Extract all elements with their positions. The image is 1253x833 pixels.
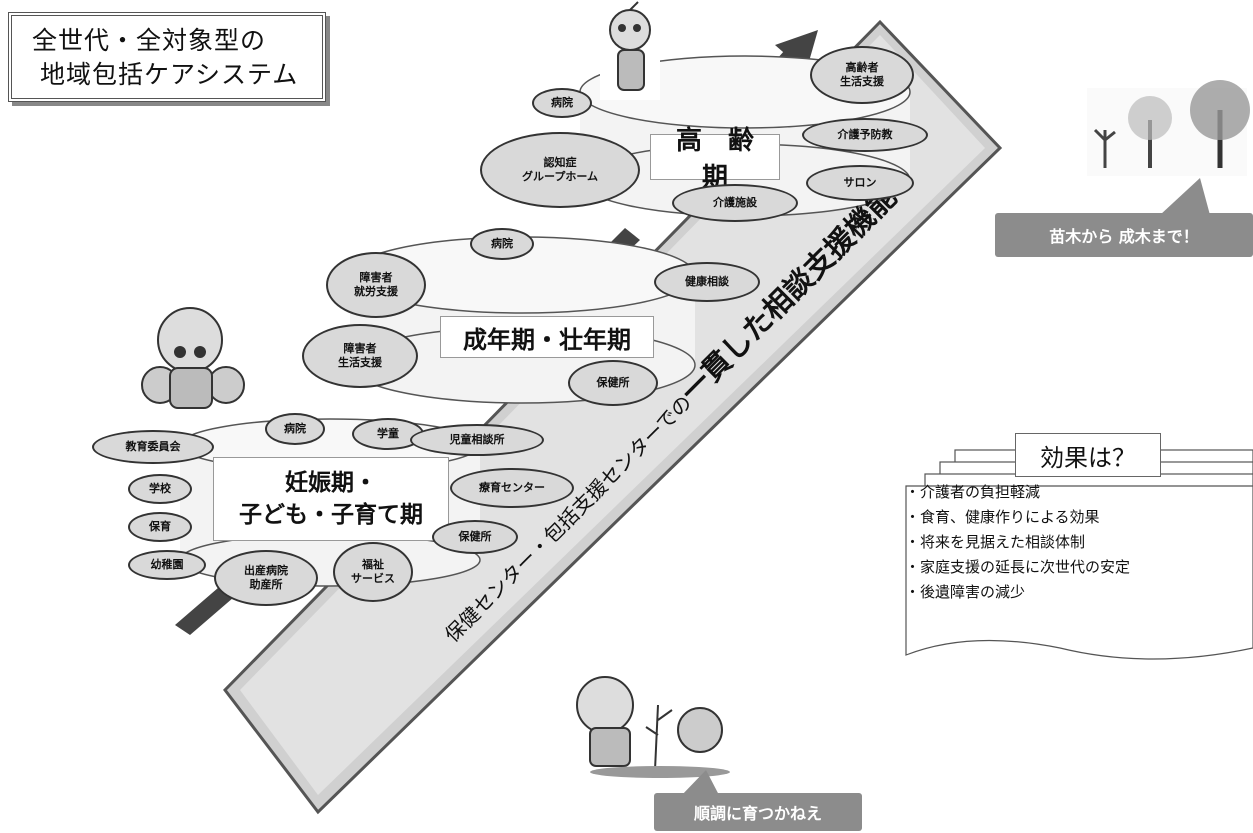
elderly-mascot-illustration xyxy=(600,1,660,100)
stage-label-elderly: 高 齢 期 xyxy=(650,126,780,193)
node-child-therapy-center: 療育センター xyxy=(450,468,574,508)
title-line-2: 地域包括ケアシステム xyxy=(40,60,299,89)
node-adult-hospital: 病院 xyxy=(470,228,534,260)
effect-item: ・後遺障害の減少 xyxy=(905,583,1026,601)
growing-callout: 順調に育つかねえ xyxy=(654,793,862,831)
effects-title: 効果は？ xyxy=(1015,433,1161,477)
node-child-board-of-education: 教育委員会 xyxy=(92,430,214,464)
node-child-hospital: 病院 xyxy=(265,413,325,445)
effect-item: ・家庭支援の延長に次世代の安定 xyxy=(905,558,1131,576)
diagram-title: 全世代・全対象型の 地域包括ケアシステム xyxy=(8,12,326,102)
diagonal-band-inner xyxy=(240,35,985,795)
node-adult-employment-support: 障害者 就労支援 xyxy=(326,252,426,318)
node-elderly-life-support: 高齢者 生活支援 xyxy=(810,46,914,104)
node-elderly-care-facility: 介護施設 xyxy=(672,184,798,222)
trees-callout: 苗木から 成木まで！ xyxy=(995,213,1253,257)
node-elderly-care-prevention: 介護予防教 xyxy=(802,118,928,152)
node-elderly-salon: サロン xyxy=(806,165,914,201)
node-adult-life-support: 障害者 生活支援 xyxy=(302,324,418,388)
node-child-welfare-service: 福祉 サービス xyxy=(333,542,413,602)
node-child-nursery: 保育 xyxy=(128,512,192,542)
node-elderly-dementia-group-home: 認知症 グループホーム xyxy=(480,132,640,208)
node-child-health-center: 保健所 xyxy=(432,520,518,554)
node-adult-health-center: 保健所 xyxy=(568,360,658,406)
node-child-school: 学校 xyxy=(128,474,192,504)
stage-label-child: 妊娠期・ 子ども・子育て期 xyxy=(213,457,449,541)
effect-item: ・介護者の負担軽減 xyxy=(905,483,1041,501)
node-child-maternity: 出産病院 助産所 xyxy=(214,550,318,606)
trees-illustration xyxy=(1087,80,1250,176)
gardening-mascots-illustration xyxy=(576,676,730,778)
node-child-guidance-center: 児童相談所 xyxy=(410,424,544,456)
growing-callout-tail xyxy=(680,770,720,797)
mascot-family-illustration xyxy=(141,307,245,409)
title-line-1: 全世代・全対象型の xyxy=(32,26,267,55)
effects-list: ・介護者の負担軽減 ・食育、健康作りによる効果 ・将来を見据えた相談体制 ・家庭… xyxy=(905,480,1235,605)
effect-item: ・食育、健康作りによる効果 xyxy=(905,508,1100,526)
node-elderly-hospital: 病院 xyxy=(532,88,592,118)
stage-label-adult: 成年期・壮年期 xyxy=(440,316,654,358)
node-child-kindergarten: 幼稚園 xyxy=(128,550,206,580)
effect-item: ・将来を見据えた相談体制 xyxy=(905,533,1086,551)
trees-callout-tail xyxy=(1160,178,1210,215)
node-adult-health-consultation: 健康相談 xyxy=(654,262,760,302)
